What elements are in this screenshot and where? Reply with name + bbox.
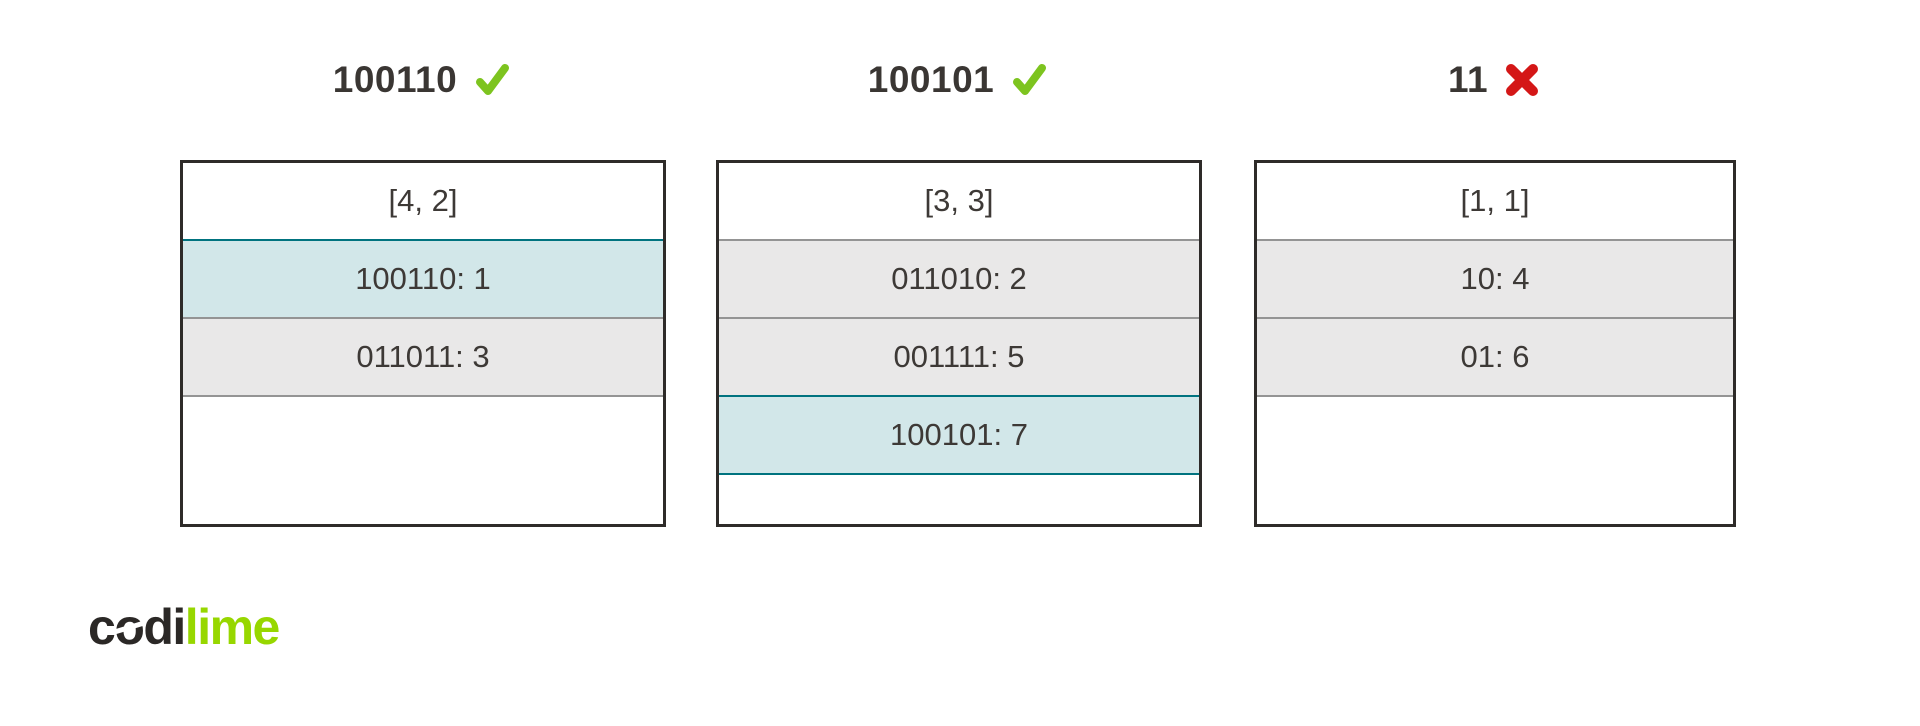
panel-100110: 100110 [4, 2] 100110: 1 011011: 3 <box>180 52 666 527</box>
table-row: 011011: 3 <box>183 317 663 395</box>
logo-text-dark: c <box>88 599 116 655</box>
hash-table: [4, 2] 100110: 1 011011: 3 <box>180 160 666 527</box>
empty-area <box>183 395 663 524</box>
x-icon <box>1506 64 1539 96</box>
logo-text-dark: di <box>143 599 186 655</box>
panel-100101: 100101 [3, 3] 011010: 2 001111: 5 100101… <box>716 52 1202 527</box>
panel-title-label: 100110 <box>332 59 458 100</box>
panel-title-label: 100101 <box>867 59 995 100</box>
empty-area <box>719 473 1199 524</box>
hash-table: [1, 1] 10: 4 01: 6 <box>1254 160 1736 527</box>
codilime-logo: c o di lime <box>88 596 281 658</box>
hash-table: [3, 3] 011010: 2 001111: 5 100101: 7 <box>716 160 1202 527</box>
table-header: [4, 2] <box>183 163 663 239</box>
empty-area <box>1257 395 1733 524</box>
table-header: [1, 1] <box>1257 163 1733 239</box>
check-icon <box>476 64 510 95</box>
panel-title: 100101 <box>716 52 1202 108</box>
panel-title: 100110 <box>180 52 666 108</box>
table-row: 001111: 5 <box>719 317 1199 395</box>
table-row: 100101: 7 <box>719 395 1199 473</box>
panel-title-label: 11 <box>1447 59 1489 100</box>
panel-11: 11 [1, 1] 10: 4 01: 6 <box>1254 52 1736 527</box>
table-row: 01: 6 <box>1257 317 1733 395</box>
logo-text-green: lime <box>184 599 281 655</box>
panel-title: 11 <box>1254 52 1736 108</box>
table-row: 011010: 2 <box>719 239 1199 317</box>
table-row: 10: 4 <box>1257 239 1733 317</box>
check-icon <box>1013 64 1047 95</box>
table-header: [3, 3] <box>719 163 1199 239</box>
logo-stylized-o: o <box>114 599 145 655</box>
table-row: 100110: 1 <box>183 239 663 317</box>
